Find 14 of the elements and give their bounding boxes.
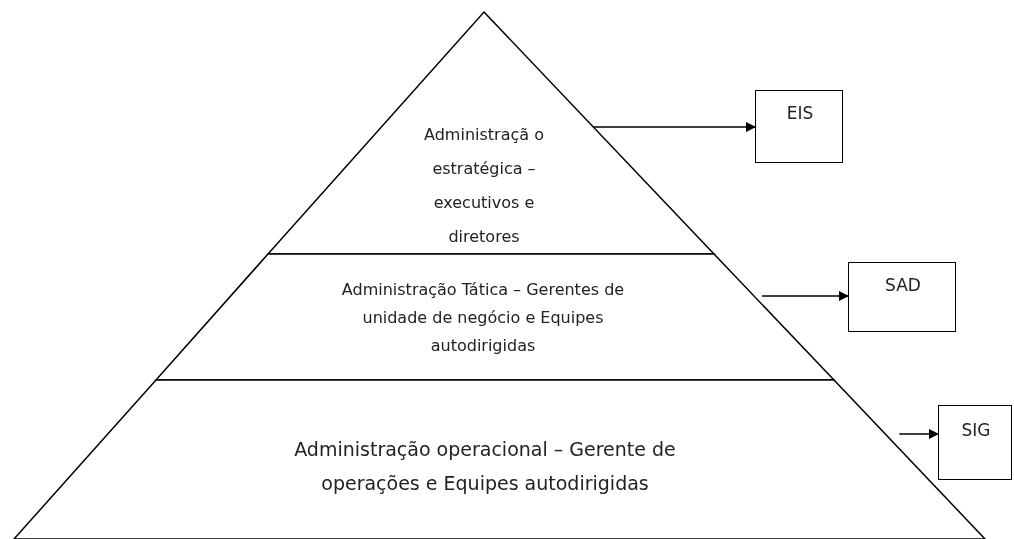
- tier-label: Administração Tática – Gerentes de unidade de negócio e Equipes autodirigidas: [340, 279, 626, 357]
- tier-label: Administraçã o estratégica – executivos e diretores: [423, 124, 545, 248]
- system-label: SAD: [884, 274, 922, 297]
- arrow: [898, 429, 939, 439]
- pyramid-tier: [156, 254, 834, 380]
- system-box: [848, 262, 956, 332]
- pyramid-tier: [268, 12, 714, 254]
- system-box: [938, 405, 1012, 480]
- tier-label: Administração operacional – Gerente de operações e Equipes autodirigidas: [293, 437, 677, 496]
- system-box: [755, 90, 843, 163]
- system-label: SIG: [960, 419, 992, 442]
- arrow: [592, 122, 756, 132]
- arrow: [761, 291, 849, 301]
- system-label: EIS: [785, 102, 815, 125]
